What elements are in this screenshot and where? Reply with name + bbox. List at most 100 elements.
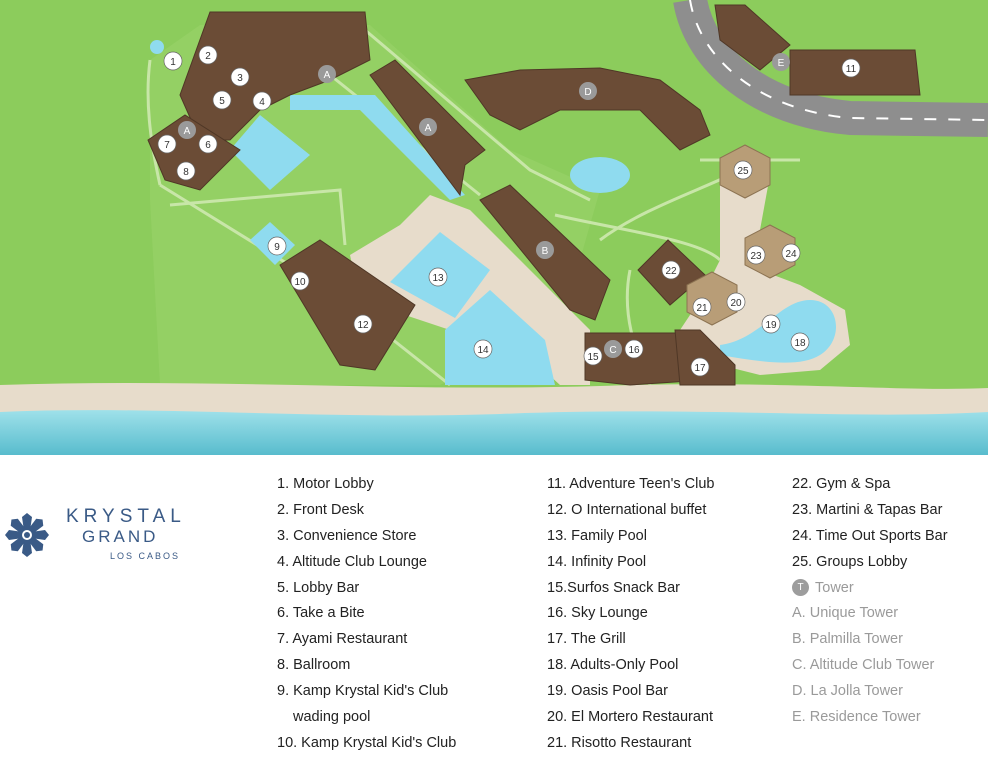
tower-badge-icon: T bbox=[792, 579, 809, 597]
marker-17[interactable]: 17 bbox=[690, 357, 710, 377]
tower-markers: A A A B C D E bbox=[178, 53, 790, 358]
svg-text:2: 2 bbox=[205, 51, 211, 62]
marker-16[interactable]: 16 bbox=[624, 339, 644, 359]
marker-4[interactable]: 4 bbox=[252, 91, 272, 111]
marker-3[interactable]: 3 bbox=[230, 67, 250, 87]
legend-item: 13. Family Pool bbox=[547, 527, 647, 544]
svg-text:B: B bbox=[542, 246, 549, 257]
svg-text:15: 15 bbox=[587, 352, 599, 363]
legend-item: 1. Motor Lobby bbox=[277, 476, 374, 492]
resort-map: 1 2 3 4 5 6 7 8 9 10 11 12 13 14 15 16 1… bbox=[0, 0, 988, 455]
tower-marker-c[interactable]: C bbox=[604, 340, 622, 358]
tower-marker-a[interactable]: A bbox=[318, 65, 336, 83]
legend-tower-item: C. Altitude Club Tower bbox=[792, 657, 935, 674]
marker-12[interactable]: 12 bbox=[353, 314, 373, 334]
svg-text:22: 22 bbox=[665, 266, 677, 277]
marker-25[interactable]: 25 bbox=[733, 160, 753, 180]
marker-1[interactable]: 1 bbox=[163, 51, 183, 71]
svg-text:E: E bbox=[778, 58, 785, 69]
svg-text:23: 23 bbox=[750, 251, 762, 262]
tower-marker-a[interactable]: A bbox=[419, 118, 437, 136]
svg-text:6: 6 bbox=[205, 140, 211, 151]
marker-14[interactable]: 14 bbox=[473, 339, 493, 359]
legend-item: 3. Convenience Store bbox=[277, 527, 417, 544]
marker-8[interactable]: 8 bbox=[176, 161, 196, 181]
svg-text:D: D bbox=[584, 87, 591, 98]
legend-item: 9. Kamp Krystal Kid's Club bbox=[277, 683, 449, 700]
brand-name: KRYSTAL bbox=[66, 506, 186, 527]
legend-item: 16. Sky Lounge bbox=[547, 605, 648, 622]
legend-item: 4. Altitude Club Lounge bbox=[277, 553, 427, 570]
legend-item: wading pool bbox=[293, 709, 371, 726]
svg-text:24: 24 bbox=[785, 249, 797, 260]
legend-column-2: 11. Adventure Teen's Club 12. O Internat… bbox=[547, 474, 715, 759]
tower-key-label: Tower bbox=[815, 579, 854, 596]
legend-item: 22. Gym & Spa bbox=[792, 476, 891, 492]
svg-text:11: 11 bbox=[846, 64, 857, 75]
marker-19[interactable]: 19 bbox=[761, 314, 781, 334]
svg-text:4: 4 bbox=[259, 97, 265, 108]
legend-item: 14. Infinity Pool bbox=[547, 553, 647, 570]
tower-marker-d[interactable]: D bbox=[579, 82, 597, 100]
marker-7[interactable]: 7 bbox=[157, 134, 177, 154]
tower-marker-b[interactable]: B bbox=[536, 241, 554, 259]
marker-18[interactable]: 18 bbox=[790, 332, 810, 352]
legend-item: 21. Risotto Restaurant bbox=[547, 734, 692, 751]
marker-23[interactable]: 23 bbox=[746, 245, 766, 265]
marker-22[interactable]: 22 bbox=[661, 260, 681, 280]
pool-shape bbox=[445, 290, 555, 385]
marker-24[interactable]: 24 bbox=[781, 243, 801, 263]
svg-text:10: 10 bbox=[294, 277, 306, 288]
legend-item: 17. The Grill bbox=[547, 631, 626, 648]
brand-location: LOS CABOS bbox=[110, 551, 181, 561]
legend-item: 11. Adventure Teen's Club bbox=[547, 476, 715, 492]
svg-text:A: A bbox=[184, 126, 191, 137]
legend-column-3: 22. Gym & Spa 23. Martini & Tapas Bar 24… bbox=[792, 474, 948, 733]
svg-text:13: 13 bbox=[432, 273, 444, 284]
marker-11[interactable]: 11 bbox=[841, 58, 861, 78]
brand-subname: GRAND bbox=[82, 527, 159, 546]
svg-text:A: A bbox=[425, 123, 432, 134]
road-center-line bbox=[689, 0, 988, 121]
marker-15[interactable]: 15 bbox=[583, 346, 603, 366]
svg-text:9: 9 bbox=[274, 242, 280, 253]
legend-tower-item: E. Residence Tower bbox=[792, 709, 921, 726]
legend-tower-item: A. Unique Tower bbox=[792, 605, 899, 622]
svg-text:7: 7 bbox=[164, 140, 170, 151]
legend-column-1: 1. Motor Lobby 2. Front Desk 3. Convenie… bbox=[277, 474, 456, 759]
marker-13[interactable]: 13 bbox=[428, 267, 448, 287]
pool-shape bbox=[230, 115, 310, 190]
legend-item: 15.Surfos Snack Bar bbox=[547, 579, 680, 596]
svg-text:19: 19 bbox=[765, 320, 777, 331]
tower-marker-a[interactable]: A bbox=[178, 121, 196, 139]
svg-text:18: 18 bbox=[794, 338, 806, 349]
legend-tower-item: B. Palmilla Tower bbox=[792, 631, 903, 648]
map-markers: 1 2 3 4 5 6 7 8 9 10 11 12 13 14 15 16 1… bbox=[157, 45, 861, 377]
svg-text:1: 1 bbox=[170, 57, 176, 68]
marker-20[interactable]: 20 bbox=[726, 292, 746, 312]
svg-text:12: 12 bbox=[357, 320, 369, 331]
marker-9[interactable]: 9 bbox=[267, 236, 287, 256]
legend-item: 10. Kamp Krystal Kid's Club bbox=[277, 734, 457, 751]
marker-21[interactable]: 21 bbox=[692, 297, 712, 317]
svg-text:16: 16 bbox=[628, 345, 640, 356]
legend-item: 12. O International buffet bbox=[547, 501, 707, 518]
marker-5[interactable]: 5 bbox=[212, 90, 232, 110]
tower-marker-e[interactable]: E bbox=[772, 53, 790, 71]
legend-tower-key: T Tower bbox=[792, 578, 948, 604]
svg-text:5: 5 bbox=[219, 96, 225, 107]
marker-2[interactable]: 2 bbox=[198, 45, 218, 65]
snowflake-logo-icon bbox=[5, 513, 49, 557]
legend-item: 19. Oasis Pool Bar bbox=[547, 683, 668, 700]
legend-item: 24. Time Out Sports Bar bbox=[792, 527, 948, 544]
pool-shape bbox=[570, 157, 630, 193]
legend-item: 7. Ayami Restaurant bbox=[277, 631, 408, 648]
legend-item: 20. El Mortero Restaurant bbox=[547, 709, 714, 726]
marker-10[interactable]: 10 bbox=[290, 271, 310, 291]
svg-text:C: C bbox=[609, 345, 616, 356]
svg-text:8: 8 bbox=[183, 167, 189, 178]
legend-item: 8. Ballroom bbox=[277, 657, 351, 674]
svg-text:21: 21 bbox=[696, 303, 708, 314]
ocean bbox=[0, 410, 988, 455]
marker-6[interactable]: 6 bbox=[198, 134, 218, 154]
